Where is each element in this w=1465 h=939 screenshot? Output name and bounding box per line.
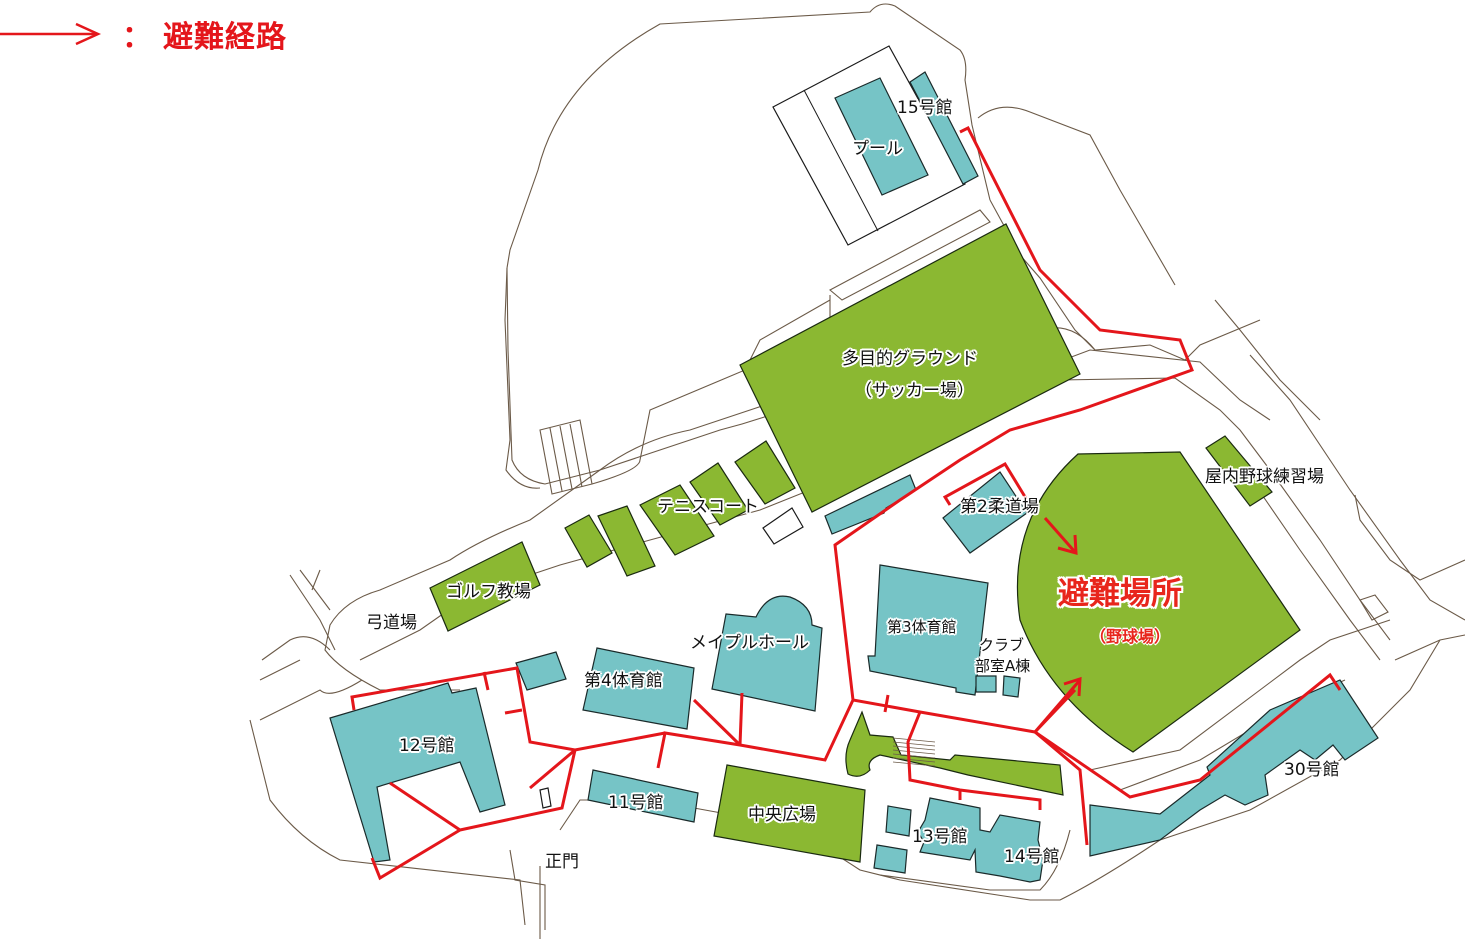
- label-building-30: 30号館: [1284, 760, 1340, 780]
- label-gym-3: 第3体育館: [887, 618, 957, 636]
- multi-purpose-ground: [739, 223, 1081, 513]
- label-central-plaza: 中央広場: [748, 805, 816, 825]
- label-gym-4: 第4体育館: [584, 671, 663, 691]
- building-11: [587, 769, 699, 823]
- label-building-15: 15号館: [897, 98, 953, 118]
- building-13: [917, 797, 1044, 883]
- small-structure: [539, 787, 552, 809]
- baseball-field: [1016, 451, 1301, 753]
- route-arrow-icon: [0, 22, 102, 46]
- gym-4: [582, 647, 695, 730]
- maple-hall: [711, 595, 823, 712]
- label-building-13: 13号館: [912, 827, 968, 847]
- central-plaza: [713, 764, 866, 863]
- label-kyudo-hall: 弓道場: [366, 613, 417, 633]
- label-maple-hall: メイプルホール: [690, 633, 809, 653]
- label-golf-range: ゴルフ教場: [446, 582, 531, 602]
- tennis-courts: [564, 440, 804, 577]
- pool-complex: [772, 45, 979, 246]
- evacuation-routes: [350, 125, 1342, 881]
- club-building-a: [975, 675, 997, 693]
- stairs: [892, 737, 936, 767]
- green-strip: [845, 710, 1064, 796]
- building-13-a: [885, 805, 912, 837]
- legend-separator: ：: [122, 20, 153, 55]
- golf-range: [429, 541, 541, 632]
- label-soccer-field: （サッカー場）: [855, 381, 974, 401]
- refuge-arrows: [1033, 517, 1082, 733]
- gym-3: [867, 564, 989, 696]
- label-multi-purpose-ground: 多目的グラウンド: [842, 349, 978, 369]
- label-pool: プール: [852, 139, 903, 159]
- label-indoor-baseball: 屋内野球練習場: [1205, 467, 1324, 487]
- small-building: [515, 651, 567, 691]
- club-building-a2: [1002, 675, 1021, 698]
- indoor-baseball-practice: [1205, 435, 1273, 507]
- legend-label: 避難経路: [163, 20, 287, 55]
- label-building-11: 11号館: [608, 793, 664, 813]
- refuge-subtitle: （野球場）: [1090, 627, 1171, 646]
- building-13-b: [873, 844, 908, 874]
- label-building-14: 14号館: [1004, 847, 1060, 867]
- building-12: [329, 682, 506, 863]
- refuge-title: 避難場所: [1058, 576, 1182, 612]
- label-building-12: 12号館: [399, 736, 455, 756]
- pool: [834, 77, 929, 196]
- label-tennis-courts: テニスコート: [657, 497, 759, 517]
- label-main-gate: 正門: [545, 852, 579, 872]
- judo-hall-2: [942, 471, 1028, 554]
- legend: ： 避難経路: [0, 14, 287, 55]
- label-club-a2: 部室A棟: [975, 657, 1031, 675]
- label-club-a: クラブ: [979, 636, 1025, 654]
- building-15: [909, 71, 979, 185]
- label-judo-hall-2: 第2柔道場: [960, 497, 1039, 517]
- building-30: [1089, 679, 1379, 857]
